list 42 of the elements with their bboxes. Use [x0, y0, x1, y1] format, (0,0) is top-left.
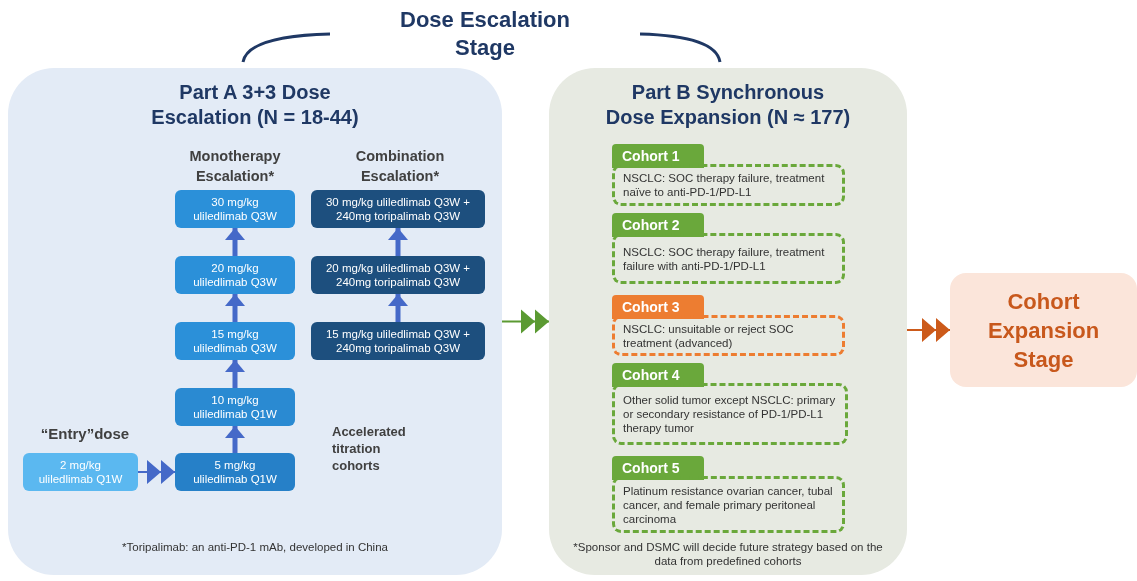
- cohort-card: [612, 144, 845, 206]
- cohort-tab: Cohort 2: [612, 213, 704, 237]
- dose-box: 5 mg/kg uliledlimab Q1W: [175, 453, 295, 491]
- part-a-panel: [8, 68, 502, 575]
- dose-box: 20 mg/kg uliledlimab Q3W: [175, 256, 295, 294]
- block-arrow: [225, 294, 245, 322]
- block-arrow: [225, 228, 245, 256]
- cohort-card: [612, 456, 845, 533]
- cohort-card: [612, 213, 845, 284]
- cohort-card: [612, 363, 848, 445]
- panel-heading: Part A 3+3 Dose Escalation (N = 18-44): [150, 80, 360, 130]
- stage-box: Cohort Expansion Stage: [950, 273, 1137, 387]
- cohort-description: Other solid tumor except NSCLC: primary or secondary resistance of PD-1/PD-L1 therapy tumor: [612, 383, 848, 445]
- block-arrow: [225, 360, 245, 388]
- dose-box: 30 mg/kg uliledlimab Q3W + 240mg toripalimab Q3W: [311, 190, 485, 228]
- part-b-panel: [549, 68, 907, 575]
- dose-box: 2 mg/kg uliledlimab Q1W: [23, 453, 138, 491]
- cohort-description: NSCLC: unsuitable or reject SOC treatment (advanced): [612, 315, 845, 356]
- dose-box: 30 mg/kg uliledlimab Q3W: [175, 190, 295, 228]
- entry-dose-label: “Entry”dose: [39, 424, 131, 444]
- dose-box: 20 mg/kg uliledlimab Q3W + 240mg toripalimab Q3W: [311, 256, 485, 294]
- dose-box: 15 mg/kg uliledlimab Q3W: [175, 322, 295, 360]
- block-arrow: [388, 294, 408, 322]
- block-arrow: [388, 228, 408, 256]
- footnote: *Toripalimab: an anti-PD-1 mAb, developed in China: [121, 540, 389, 554]
- cohort-tab: Cohort 4: [612, 363, 704, 387]
- cohort-card: [612, 295, 845, 356]
- stage-title: Dose Escalation Stage: [399, 6, 571, 62]
- panel-heading: Part B Synchronous Dose Expansion (N ≈ 177): [604, 80, 852, 130]
- cohort-tab: Cohort 1: [612, 144, 704, 168]
- cohort-tab: Cohort 5: [612, 456, 704, 480]
- dose-box: 10 mg/kg uliledlimab Q1W: [175, 388, 295, 426]
- dose-box: 15 mg/kg uliledlimab Q3W + 240mg toripalimab Q3W: [311, 322, 485, 360]
- footnote: *Sponsor and DSMC will decide future strategy based on the data from predefined cohorts: [572, 540, 884, 568]
- column-heading: Combination Escalation*: [354, 147, 446, 186]
- block-arrow: [225, 426, 245, 453]
- cohort-description: NSCLC: SOC therapy failure, treatment failure with anti-PD-1/PD-L1: [612, 233, 845, 284]
- bracket-label: Accelerated titration cohorts: [332, 423, 407, 474]
- cohort-description: NSCLC: SOC therapy failure, treatment naïve to anti-PD-1/PD-L1: [612, 164, 845, 206]
- column-heading: Monotherapy Escalation*: [188, 147, 282, 186]
- cohort-description: Platinum resistance ovarian cancer, tubal cancer, and female primary peritoneal carcinoma: [612, 476, 845, 533]
- cohort-tab: Cohort 3: [612, 295, 704, 319]
